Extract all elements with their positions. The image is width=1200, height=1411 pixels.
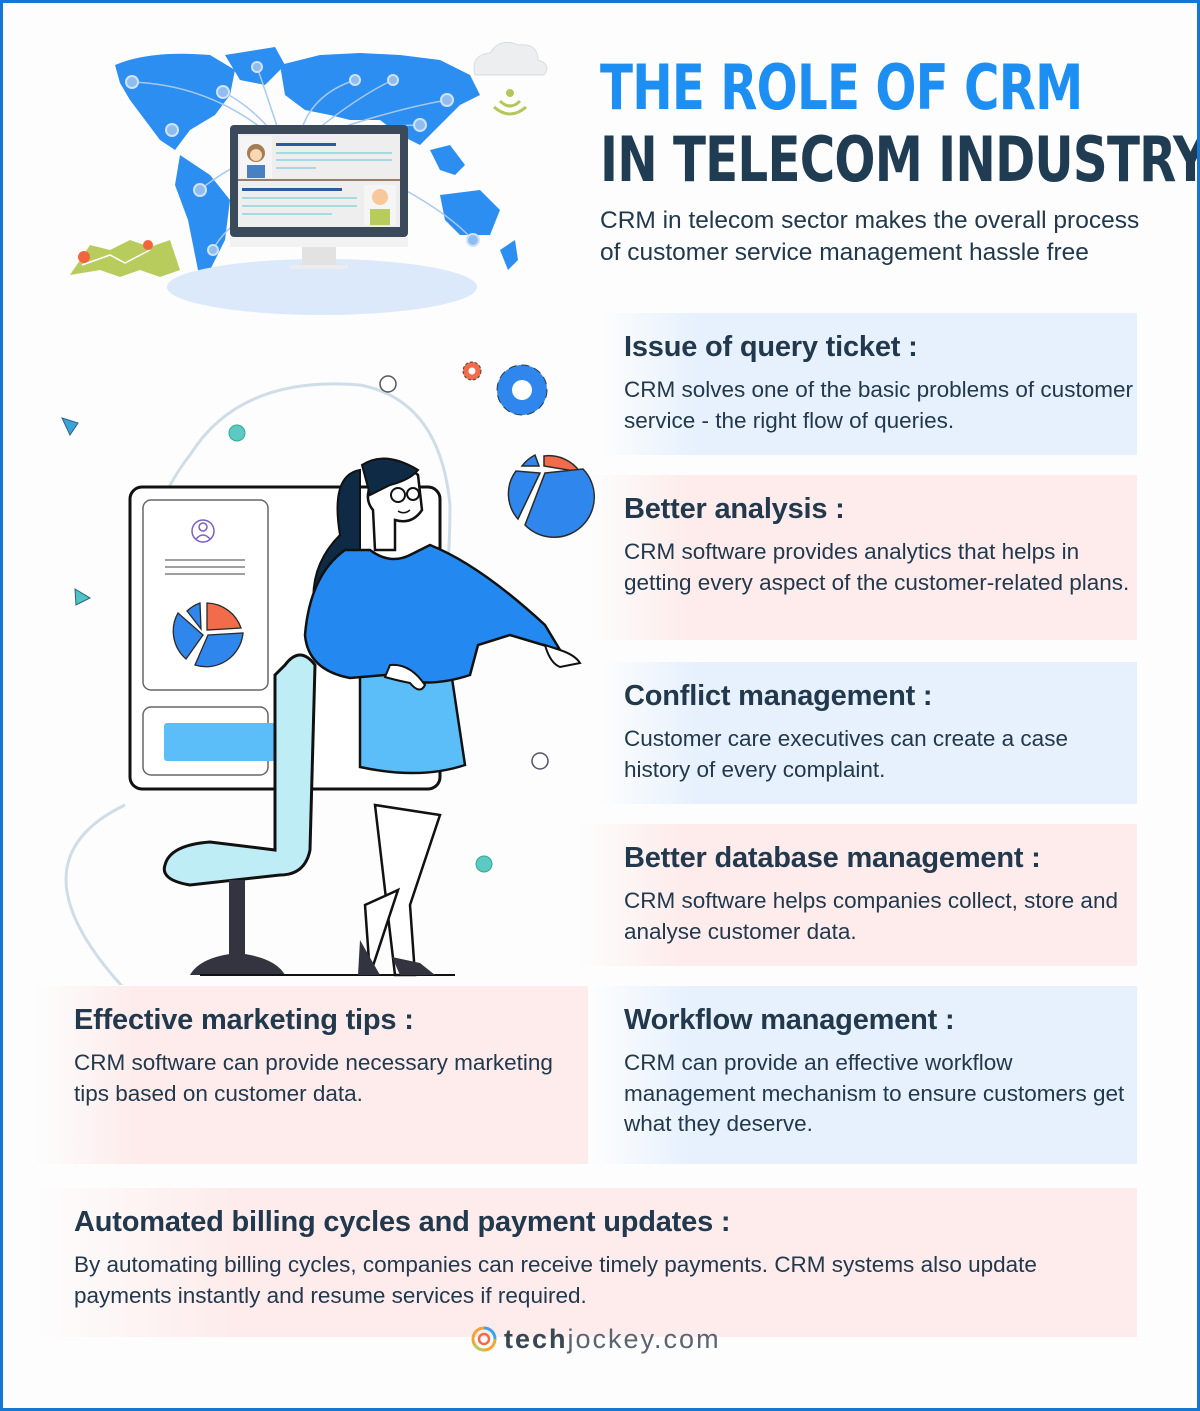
section-heading: Effective marketing tips : (74, 1004, 414, 1036)
section-automated-billing: Automated billing cycles and payment upd… (36, 1188, 1137, 1337)
section-conflict-management: Conflict management : Customer care exec… (600, 662, 1137, 804)
section-query-ticket: Issue of query ticket : CRM solves one o… (600, 313, 1137, 455)
logo-text-jockey: jockey.com (567, 1323, 721, 1354)
section-workflow-management: Workflow management : CRM can provide an… (592, 986, 1137, 1164)
section-heading: Conflict management : (624, 680, 933, 712)
gear-icon (462, 361, 548, 416)
section-heading: Better analysis : (624, 493, 845, 525)
section-body: By automating billing cycles, companies … (74, 1252, 1037, 1308)
page-title: THE ROLE OF CRM IN TELECOM INDUSTRY (600, 52, 1200, 196)
woman-illustration (61, 361, 596, 985)
title-line-2: IN TELECOM INDUSTRY (600, 123, 1200, 196)
cloud-wifi-icon (473, 41, 548, 116)
title-line-1: THE ROLE OF CRM (600, 51, 1083, 124)
section-better-analysis: Better analysis : CRM software provides … (590, 475, 1137, 640)
section-heading: Better database management : (624, 842, 1041, 874)
section-heading: Issue of query ticket : (624, 331, 918, 363)
section-database-management: Better database management : CRM softwar… (580, 824, 1137, 966)
section-body: CRM can provide an effective workflow ma… (624, 1050, 1125, 1136)
section-heading: Automated billing cycles and payment upd… (74, 1206, 731, 1238)
monitor-icon (230, 125, 408, 269)
logo-mark-icon (471, 1326, 497, 1352)
section-body: CRM software provides analytics that hel… (624, 539, 1130, 595)
logo-text-tech: tech (504, 1323, 568, 1354)
pie-chart-icon (507, 453, 596, 539)
world-map-icon (70, 41, 548, 315)
intro-text: CRM in telecom sector makes the overall … (600, 207, 1140, 266)
section-marketing-tips: Effective marketing tips : CRM software … (36, 986, 588, 1164)
section-body: Customer care executives can create a ca… (624, 726, 1068, 782)
section-heading: Workflow management : (624, 1004, 955, 1036)
section-body: CRM software helps companies collect, st… (624, 888, 1118, 944)
paper-map-icon (70, 240, 180, 277)
section-body: CRM solves one of the basic problems of … (624, 377, 1133, 433)
section-body: CRM software can provide necessary marke… (74, 1050, 553, 1106)
